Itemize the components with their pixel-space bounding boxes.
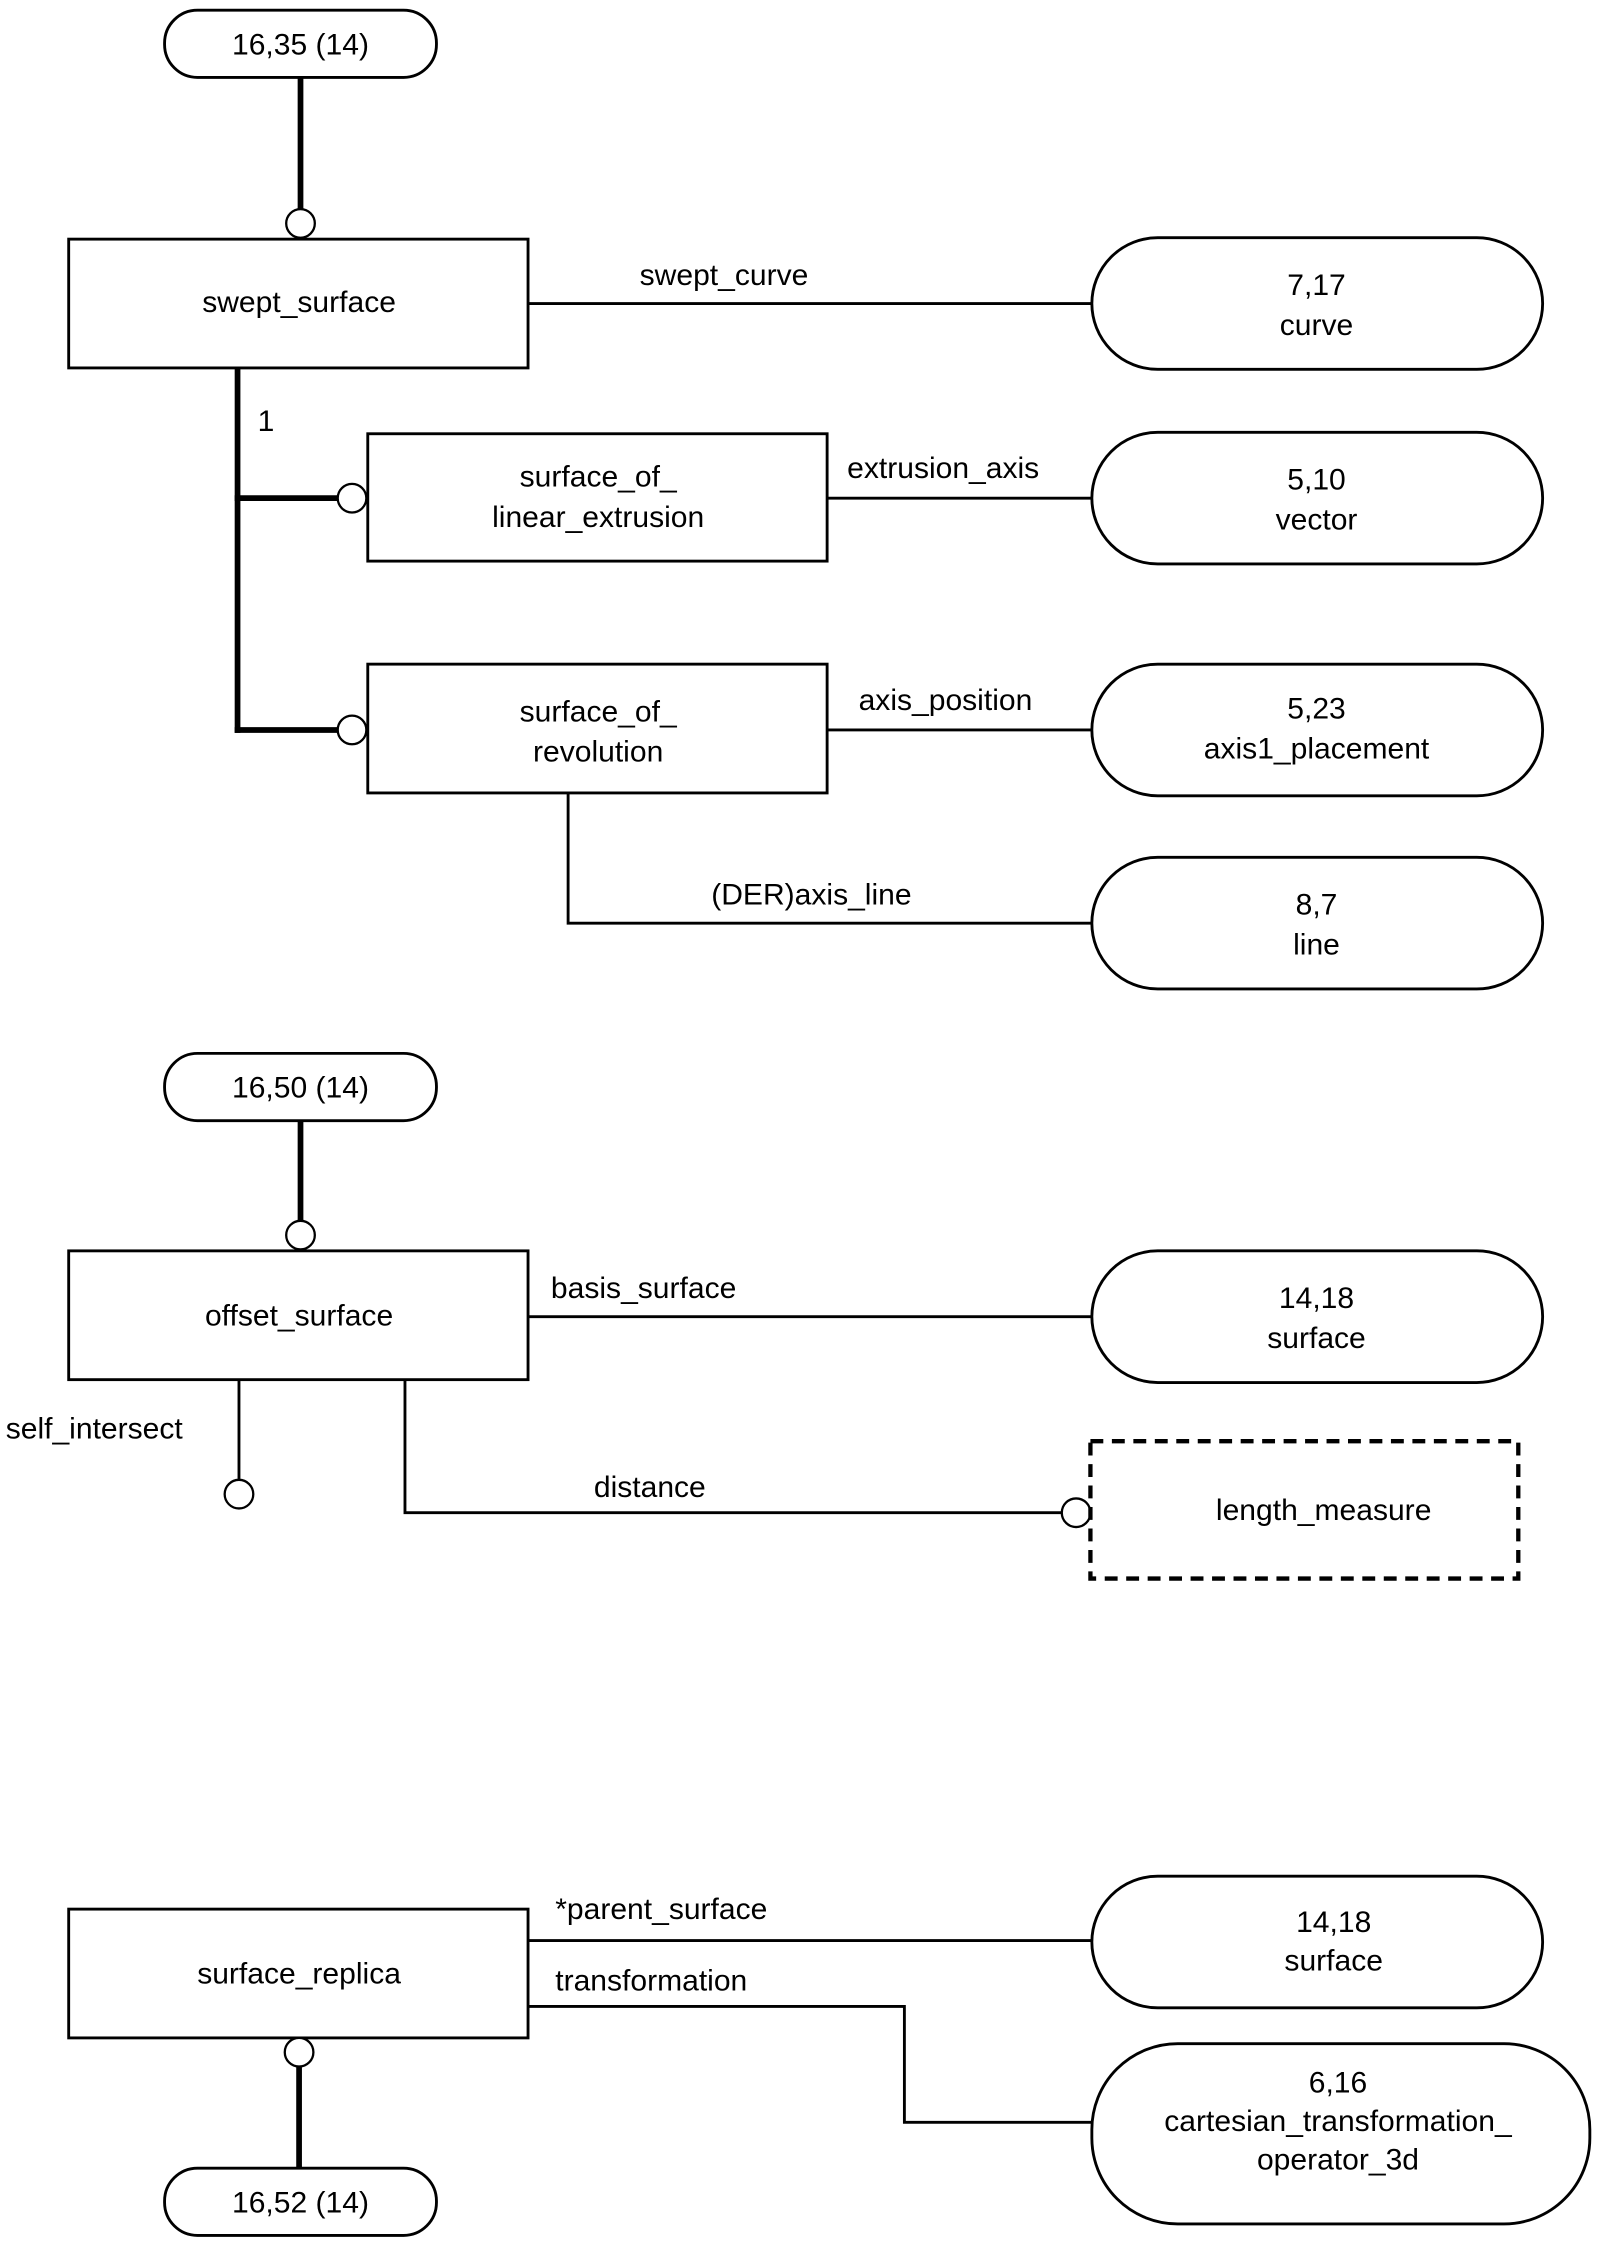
relation-label-extrusion-axis: extrusion_axis (847, 452, 1039, 485)
entity-offset-surface[interactable]: offset_surface (67, 1249, 530, 1382)
entity-surface-of-linear-extrusion[interactable]: surface_of_ linear_extrusion (366, 432, 829, 563)
page-ref-16-35[interactable]: 16,35 (14) (163, 8, 438, 79)
type-ref-name: surface (1284, 1945, 1383, 1978)
type-ref-vector[interactable]: 5,10 vector (1090, 430, 1545, 566)
relation-label-axis-position: axis_position (859, 684, 1033, 717)
section-surface-replica: surface_replica *parent_surface 14,18 su… (67, 1874, 1592, 2237)
type-ref-name: vector (1276, 504, 1358, 537)
relation-label-swept-curve: swept_curve (640, 259, 809, 292)
type-ref-number: 8,7 (1296, 889, 1338, 922)
entity-surface-of-revolution[interactable]: surface_of_ revolution (366, 662, 829, 795)
type-ref-name: curve (1280, 309, 1353, 342)
section-swept-surface: 16,35 (14) swept_surface swept_curve 7,1… (67, 8, 1545, 991)
cardinality-one-label: 1 (258, 405, 275, 438)
subtype-end-circle (336, 482, 368, 514)
relation-line-distance (403, 1379, 1062, 1515)
type-ref-axis1-placement[interactable]: 5,23 axis1_placement (1090, 662, 1545, 798)
relation-label-distance: distance (594, 1471, 706, 1504)
type-ref-surface[interactable]: 14,18 surface (1090, 1249, 1545, 1384)
type-ref-number: 14,18 (1296, 1906, 1371, 1939)
entity-label-line1: surface_of_ (520, 695, 678, 728)
entity-label-line1: surface_of_ (520, 461, 678, 494)
entity-surface-replica[interactable]: surface_replica (67, 1907, 530, 2040)
type-ref-number: 14,18 (1279, 1282, 1354, 1315)
relation-line-axis-line (566, 792, 1092, 925)
type-ref-cartesian-transformation-operator-3d[interactable]: 6,16 cartesian_transformation_ operator_… (1090, 2042, 1592, 2226)
entity-label: offset_surface (205, 1299, 393, 1332)
page-ref-16-52[interactable]: 16,52 (14) (163, 2166, 438, 2237)
relationship-end-circle (285, 207, 316, 239)
subtype-end-circle (336, 714, 368, 746)
entity-swept-surface[interactable]: swept_surface (67, 237, 530, 370)
defined-type-length-measure[interactable]: length_measure (1088, 1439, 1521, 1581)
type-ref-name-line2: operator_3d (1257, 2144, 1419, 2177)
attribute-label-self-intersect: self_intersect (6, 1412, 184, 1445)
entity-label: surface_replica (197, 1958, 401, 1991)
type-ref-name: axis1_placement (1204, 733, 1430, 766)
relationship-end-circle (283, 2036, 315, 2068)
attribute-end-circle (223, 1478, 255, 1510)
relation-label-axis-line: (DER)axis_line (711, 879, 911, 912)
page-ref-text: 16,50 (14) (232, 1072, 369, 1105)
entity-label-line2: revolution (533, 735, 663, 768)
type-ref-number: 6,16 (1309, 2066, 1367, 2099)
relation-line-transformation (528, 2004, 1092, 2124)
type-ref-name-line1: cartesian_transformation_ (1164, 2105, 1513, 2138)
type-ref-surface[interactable]: 14,18 surface (1090, 1874, 1545, 2010)
type-ref-number: 5,10 (1287, 464, 1345, 497)
page-ref-text: 16,52 (14) (232, 2186, 369, 2219)
section-offset-surface: 16,50 (14) offset_surface basis_surface … (6, 1051, 1545, 1581)
page-ref-16-50[interactable]: 16,50 (14) (163, 1051, 438, 1123)
relation-label-parent-surface: *parent_surface (555, 1893, 767, 1926)
relation-end-circle (1060, 1497, 1092, 1529)
type-ref-number: 5,23 (1287, 693, 1345, 726)
type-ref-number: 7,17 (1287, 269, 1345, 302)
type-ref-line[interactable]: 8,7 line (1090, 855, 1545, 991)
entity-label: swept_surface (202, 286, 396, 319)
relation-label-basis-surface: basis_surface (551, 1272, 736, 1305)
entity-label-line2: linear_extrusion (492, 501, 704, 534)
type-ref-name: surface (1267, 1322, 1366, 1355)
relationship-end-circle (285, 1219, 316, 1251)
type-ref-name: line (1293, 929, 1340, 962)
page-ref-text: 16,35 (14) (232, 29, 369, 62)
relation-label-transformation: transformation (555, 1965, 747, 1998)
defined-type-label: length_measure (1216, 1494, 1431, 1527)
type-ref-curve[interactable]: 7,17 curve (1090, 236, 1545, 371)
